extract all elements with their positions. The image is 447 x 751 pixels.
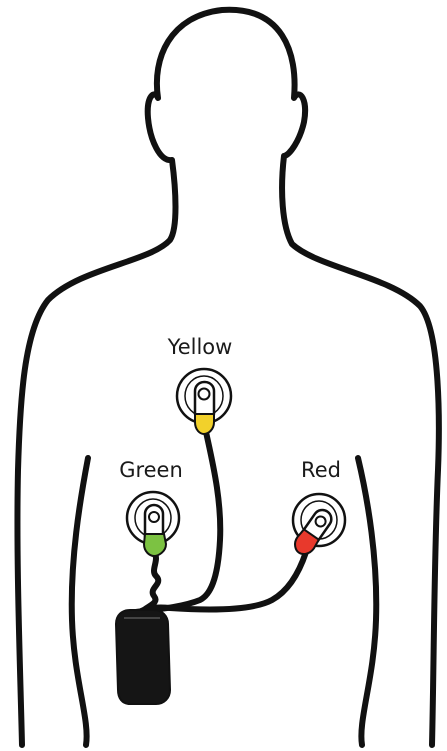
electrode-green <box>127 492 179 556</box>
label-green: Green <box>119 458 183 482</box>
yellow-clip-color <box>195 414 214 434</box>
monitor-body <box>116 610 170 704</box>
left-arm-inner-line <box>72 458 88 745</box>
green-clip-color <box>144 534 166 556</box>
holter-monitor-device <box>116 610 170 704</box>
label-yellow: Yellow <box>167 335 233 359</box>
green-lead-wire <box>142 552 158 612</box>
electrode-red <box>291 494 345 558</box>
label-red: Red <box>301 458 341 482</box>
electrode-yellow <box>177 369 231 434</box>
snap-button <box>149 512 159 522</box>
body-outline <box>17 10 438 745</box>
snap-button <box>199 389 210 400</box>
right-arm-inner-line <box>358 458 376 745</box>
